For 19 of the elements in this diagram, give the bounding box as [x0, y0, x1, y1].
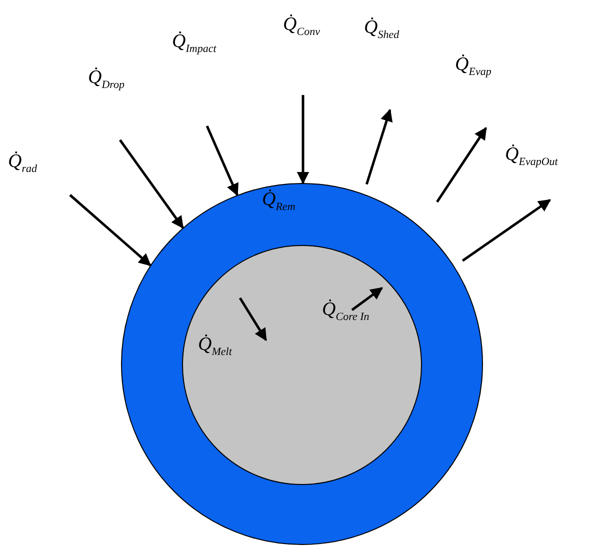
edge-label: Q̇$_{Conv}$: [283, 15, 320, 38]
edge-label: Q̇$_{Shed}$: [364, 18, 400, 41]
edge-label: Q̇$_{Impact}$: [172, 32, 216, 55]
flux-label: Q̇$_{Rem}$: [262, 190, 296, 213]
arrow: [296, 95, 310, 184]
arrow: [238, 297, 268, 342]
arrow: [206, 126, 238, 196]
arrow: [462, 198, 552, 262]
edge-label: Q̇$_{Melt}$: [198, 335, 232, 358]
edge-label: Q̇$_{rad}$: [8, 152, 38, 175]
edge-label: Q̇$_{Drop}$: [88, 68, 125, 91]
arrow: [351, 287, 383, 311]
edge-label: Q̇$_{Core In}$: [322, 300, 370, 323]
arrow: [436, 126, 488, 203]
arrow: [365, 108, 393, 185]
arrow: [69, 194, 152, 266]
edge-label: Q̇$_{Evap}$: [455, 55, 492, 78]
arrow: [118, 139, 184, 229]
edge-label: Q̇$_{EvapOut}$: [505, 145, 558, 168]
